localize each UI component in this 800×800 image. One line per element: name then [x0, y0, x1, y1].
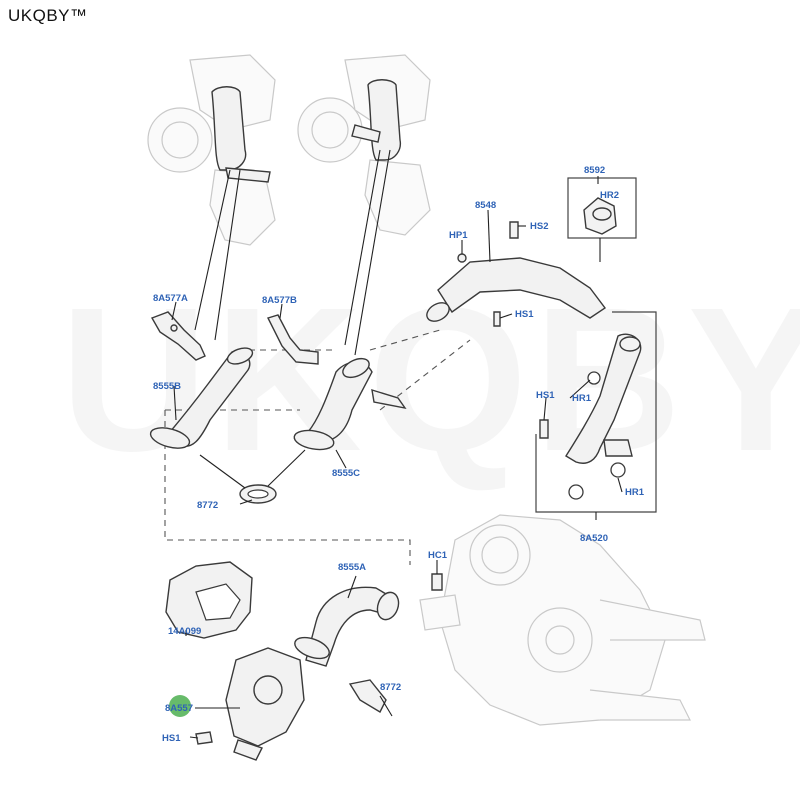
callout-8772-mid: 8772 — [197, 500, 218, 511]
callout-8592: 8592 — [584, 165, 605, 176]
part-hc1 — [431, 560, 443, 591]
turbo-assembly-right — [297, 54, 431, 236]
brand-label: UKQBY™ — [8, 6, 88, 25]
part-8555c — [293, 357, 407, 451]
callout-14a099: 14A099 — [168, 626, 201, 637]
part-8772-clamp-low — [348, 679, 393, 717]
callout-8555a: 8555A — [338, 562, 366, 573]
callout-8772-low: 8772 — [380, 682, 401, 693]
part-8592-inset — [567, 177, 637, 262]
callout-8a577b: 8A577B — [262, 295, 297, 306]
callout-hs1-top: HS1 — [515, 309, 534, 320]
callout-hs1-bottom: HS1 — [162, 733, 181, 744]
highlight-marker — [169, 695, 191, 717]
callout-8548: 8548 — [475, 200, 496, 211]
turbo-assembly-left — [147, 54, 276, 246]
callout-hr1-lower: HR1 — [625, 487, 645, 498]
part-8a520 — [535, 311, 657, 513]
part-8a577b — [267, 314, 319, 365]
callout-hc1: HC1 — [428, 550, 448, 561]
callout-8555b: 8555B — [153, 381, 181, 392]
part-8772-clamp-mid — [199, 449, 306, 504]
callout-hs1-right: HS1 — [536, 390, 555, 401]
callout-hr1-upper: HR1 — [572, 393, 592, 404]
callout-8a520: 8A520 — [580, 533, 608, 544]
callout-8555c: 8555C — [332, 468, 360, 479]
callout-hs2: HS2 — [530, 221, 548, 232]
callout-hr2: HR2 — [600, 190, 619, 201]
part-14a099 — [165, 561, 253, 639]
part-8555a — [294, 575, 400, 667]
callout-hp1: HP1 — [449, 230, 468, 241]
part-8a557 — [195, 647, 305, 761]
callout-8a577a: 8A577A — [153, 293, 188, 304]
part-8548 — [426, 221, 607, 327]
engine-block-background — [419, 514, 706, 726]
part-8555b — [149, 347, 254, 449]
part-hs1-bottom — [195, 731, 213, 745]
part-8a577a — [150, 311, 206, 361]
callout-8a557: 8A557 — [165, 703, 193, 714]
